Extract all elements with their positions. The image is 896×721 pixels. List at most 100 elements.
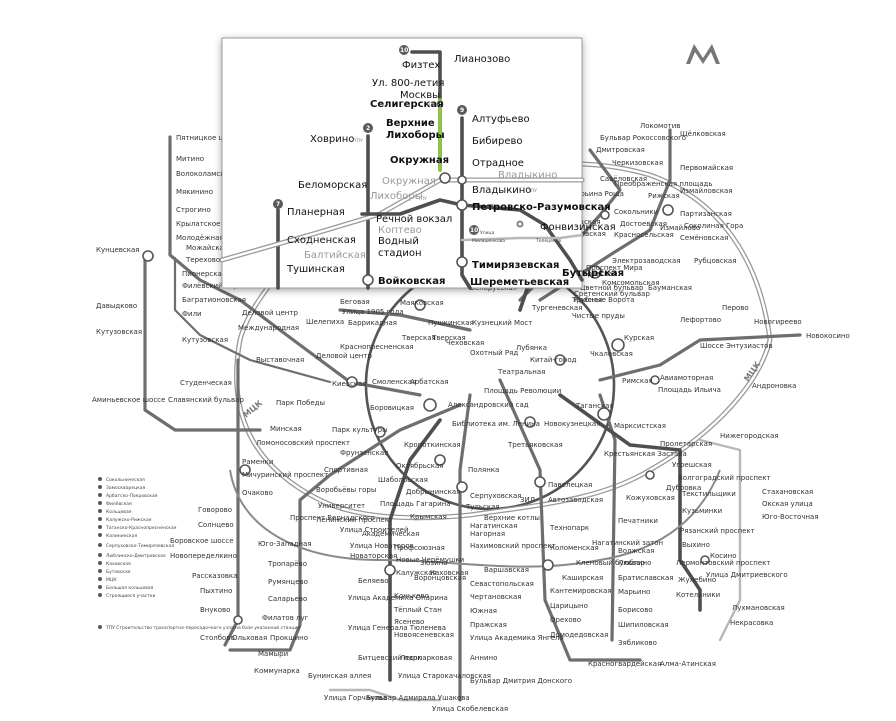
station-label[interactable]: Зябликово — [618, 639, 657, 647]
station-label[interactable]: Кропоткинская — [404, 441, 461, 449]
station-label[interactable]: Орехово — [550, 616, 581, 624]
transfer-kosino[interactable] — [700, 555, 710, 565]
station-label[interactable]: Пражская — [470, 621, 507, 629]
station-label[interactable]: Щёлковская — [680, 130, 726, 138]
station-label[interactable]: Дубровка — [666, 484, 701, 492]
station-label[interactable]: Шипиловская — [618, 621, 669, 629]
station-label[interactable]: Нагатинская — [470, 522, 517, 530]
station-label[interactable]: Печатники — [618, 517, 658, 525]
station-label[interactable]: Братиславская — [618, 574, 673, 582]
station-label[interactable]: Чистые пруды — [572, 312, 625, 320]
station-label[interactable]: Цветной бульвар — [580, 284, 644, 292]
transfer-kashirskaya[interactable] — [542, 559, 554, 571]
inset-label[interactable]: стадион — [378, 248, 422, 259]
transfer-kitay-gorod[interactable] — [554, 354, 566, 366]
inset-label[interactable]: Телецентр — [535, 238, 562, 244]
station-label[interactable]: Севастопольская — [470, 580, 534, 588]
inset-label[interactable]: Милашенкова — [472, 238, 505, 244]
station-label[interactable]: Некрасовка — [730, 619, 773, 627]
station-label[interactable]: Боровское шоссе — [170, 537, 234, 545]
station-label[interactable]: Дмитровская — [596, 146, 645, 154]
station-label[interactable]: Академическая — [362, 530, 419, 538]
station-label[interactable]: Беляево — [358, 577, 389, 585]
station-label[interactable]: Таганская — [575, 402, 614, 410]
station-label[interactable]: Бульвар Адмирала Ушакова — [366, 694, 470, 702]
station-label[interactable]: Сокольники — [614, 208, 658, 216]
transfer-park-kultury[interactable] — [374, 426, 386, 438]
station-label[interactable]: Серпуховская — [470, 492, 522, 500]
station-label[interactable]: Стахановская — [762, 488, 813, 496]
station-label[interactable]: Рассказовка — [192, 572, 237, 580]
inset-label[interactable]: Владыкино — [472, 185, 531, 196]
station-label[interactable]: Новаторская — [350, 552, 397, 560]
inset-label[interactable]: Тушинская — [286, 264, 345, 275]
station-label[interactable]: Волжская — [618, 547, 654, 555]
station-label[interactable]: Тургеневская — [531, 304, 582, 312]
inset-label[interactable]: Москвы — [400, 90, 440, 101]
transfer-kievskaya-mcc[interactable] — [239, 464, 251, 476]
inset-label[interactable]: Улица — [480, 230, 495, 236]
station-label[interactable]: Раменки — [242, 458, 273, 466]
station-label[interactable]: Авиамоторная — [660, 374, 713, 382]
station-label[interactable]: Нагатинский затон — [592, 539, 663, 547]
inset-station-seligerskaya[interactable] — [436, 100, 444, 108]
inset-label[interactable]: Балтийская — [304, 250, 366, 261]
inset-label[interactable]: Ховрино — [310, 134, 354, 145]
station-label[interactable]: Тульская — [465, 503, 500, 511]
station-label[interactable]: Трубная — [571, 296, 602, 304]
station-label[interactable]: Площадь Революции — [484, 387, 561, 395]
station-label[interactable]: Сретенский бульвар — [574, 290, 650, 298]
inset-label[interactable]: Тимирязевская — [472, 260, 559, 271]
inset-label[interactable]: Лианозово — [454, 54, 510, 65]
station-label[interactable]: Бульвар Дмитрия Донского — [470, 677, 572, 685]
station-label[interactable]: Тёплый Стан — [393, 606, 442, 614]
station-label[interactable]: Улица 1905 года — [342, 308, 404, 316]
station-label[interactable]: Пятницкое шоссе — [176, 134, 241, 142]
transfer-cherkizovskaya[interactable] — [662, 204, 674, 216]
station-label[interactable]: Молодёжная — [176, 234, 224, 242]
station-label[interactable]: Преображенская площадь — [614, 180, 713, 188]
station-label[interactable]: Столбово — [200, 634, 235, 642]
station-label[interactable]: Измайлово — [660, 224, 700, 232]
inset-label[interactable]: Планерная — [287, 207, 345, 218]
station-label[interactable]: Полянка — [468, 466, 499, 474]
station-label[interactable]: Фили — [182, 310, 202, 318]
station-label[interactable]: Коньково — [394, 592, 429, 600]
inset-label[interactable]: Физтех — [402, 60, 440, 71]
station-label[interactable]: Кантемировская — [550, 587, 611, 595]
station-label[interactable]: Павелецкая — [548, 481, 592, 489]
station-label[interactable]: Локомотив — [640, 122, 680, 130]
station-label[interactable]: Краснопресненская — [340, 343, 414, 351]
station-label[interactable]: Нагорная — [470, 530, 505, 538]
station-label[interactable]: Тропарёво — [267, 560, 307, 568]
station-label[interactable]: Чеховская — [446, 339, 484, 347]
station-label[interactable]: Баррикадная — [348, 319, 397, 327]
station-label[interactable]: Красносельская — [614, 231, 674, 239]
station-label[interactable]: Новопеределкино — [170, 552, 237, 560]
inset-label[interactable]: Окружная — [382, 176, 436, 187]
station-label[interactable]: Очаково — [242, 489, 273, 497]
inset-label[interactable]: Лихоборы — [386, 129, 445, 141]
station-label[interactable]: Пыхтино — [200, 587, 232, 595]
station-label[interactable]: Комсомольская — [602, 279, 659, 287]
station-label[interactable]: Новокосино — [806, 332, 850, 340]
station-label[interactable]: Боровицкая — [370, 404, 414, 412]
inset-label[interactable]: Петровско-Разумовская — [472, 202, 611, 213]
station-label[interactable]: Алма-Атинская — [660, 660, 716, 668]
station-label[interactable]: Верхние котлы — [484, 514, 540, 522]
transfer-kuntsevskaya[interactable] — [142, 250, 154, 262]
station-label[interactable]: Сухаревская — [570, 270, 617, 278]
station-label[interactable]: Улица Дмитриевского — [706, 571, 788, 579]
station-label[interactable]: Улица Генерала Тюленева — [348, 624, 446, 632]
station-label[interactable]: Деловой центр — [242, 309, 298, 317]
inset-label[interactable]: Лихоборы — [370, 191, 423, 202]
station-label[interactable]: Киевская — [332, 380, 367, 388]
station-label[interactable]: Кузьминки — [682, 507, 722, 515]
station-label[interactable]: Семёновская — [680, 234, 728, 242]
station-label[interactable]: Южная — [470, 607, 497, 615]
station-label[interactable]: Шелепиха — [306, 318, 344, 326]
station-label[interactable]: Жулебино — [678, 576, 716, 584]
inset-transfer-vladykino[interactable] — [457, 175, 467, 185]
transfer-belorusskaya[interactable] — [414, 299, 426, 311]
station-label[interactable]: Улица Строителей — [340, 526, 409, 534]
